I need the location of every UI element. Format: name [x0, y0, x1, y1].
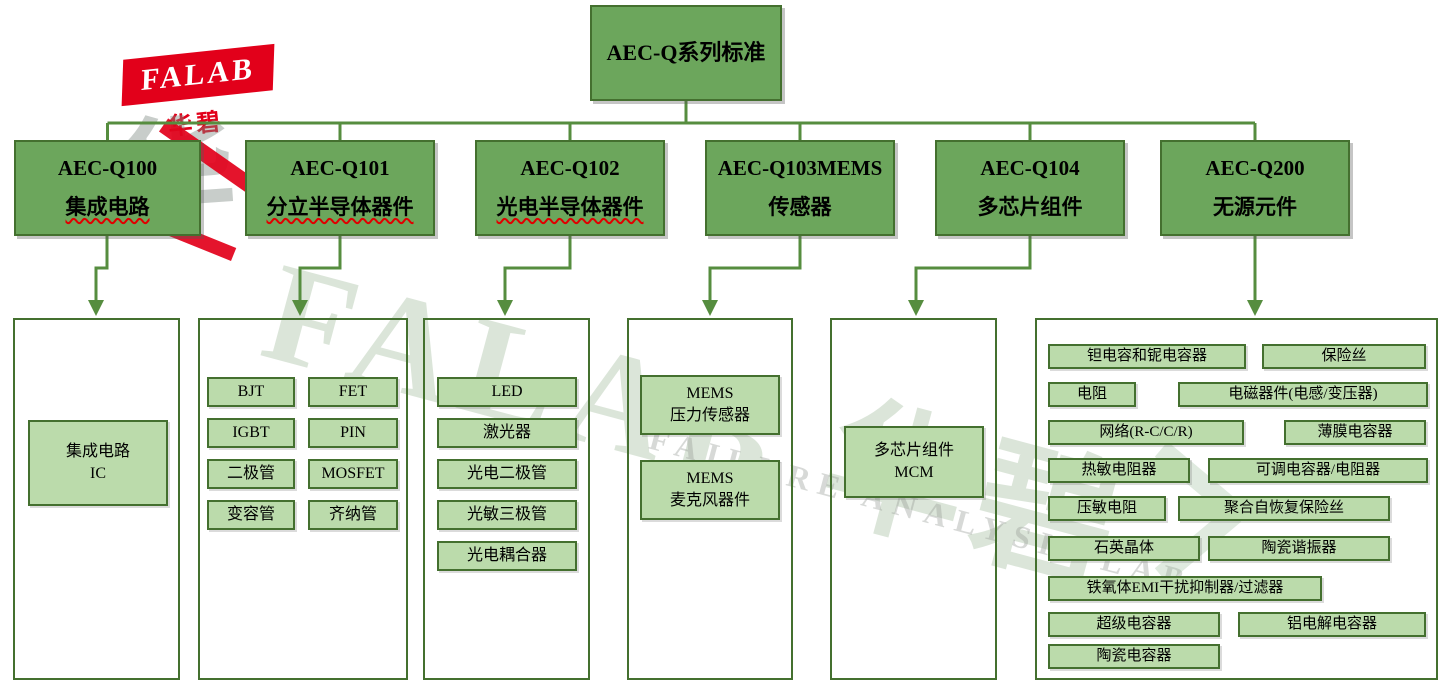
item-box: 热敏电阻器: [1048, 458, 1190, 483]
item-box: IGBT: [207, 418, 295, 448]
container-q101: [198, 318, 408, 680]
connector-arrow-line: [503, 236, 572, 301]
item-box: 铁氧体EMI干扰抑制器/过滤器: [1048, 576, 1322, 601]
item-box: 激光器: [437, 418, 577, 448]
container-q102: [423, 318, 590, 680]
item-box: MEMS 麦克风器件: [640, 460, 780, 520]
item-box: 电磁器件(电感/变压器): [1178, 382, 1428, 407]
branch-name: 传感器: [768, 194, 832, 219]
branch-node-aec-q101: AEC-Q101 分立半导体器件: [245, 140, 435, 236]
item-box: 陶瓷电容器: [1048, 644, 1220, 669]
item-box: 陶瓷谐振器: [1208, 536, 1390, 561]
branch-node-aec-q103: AEC-Q103MEMS 传感器: [705, 140, 895, 236]
branch-node-aec-q104: AEC-Q104 多芯片组件: [935, 140, 1125, 236]
branch-code: AEC-Q103MEMS: [717, 156, 883, 181]
connector-arrow-line: [298, 236, 342, 301]
item-box: 变容管: [207, 500, 295, 530]
arrowhead-icon: [908, 300, 924, 316]
item-box: 集成电路 IC: [28, 420, 168, 506]
item-box: 可调电容器/电阻器: [1208, 458, 1428, 483]
item-box: 光敏三极管: [437, 500, 577, 530]
item-box: 光电二极管: [437, 459, 577, 489]
branch-node-aec-q100: AEC-Q100 集成电路: [14, 140, 201, 236]
branch-code: AEC-Q100: [57, 156, 158, 181]
item-box: MEMS 压力传感器: [640, 375, 780, 435]
item-box: PIN: [308, 418, 398, 448]
item-box: FET: [308, 377, 398, 407]
item-box: 多芯片组件 MCM: [844, 426, 984, 498]
branch-code: AEC-Q101: [290, 156, 390, 181]
root-node: AEC-Q系列标准: [590, 5, 782, 101]
item-box: 齐纳管: [308, 500, 398, 530]
branch-name: 无源元件: [1213, 194, 1297, 219]
item-box: 薄膜电容器: [1284, 420, 1426, 445]
connector-arrow-line: [94, 236, 109, 301]
item-box: 石英晶体: [1048, 536, 1200, 561]
branch-node-aec-q102: AEC-Q102 光电半导体器件: [475, 140, 665, 236]
arrowhead-icon: [292, 300, 308, 316]
item-box: BJT: [207, 377, 295, 407]
container-q200: [1035, 318, 1438, 680]
branch-code: AEC-Q200: [1205, 156, 1305, 181]
item-box: 聚合自恢复保险丝: [1178, 496, 1390, 521]
connector-arrow-line: [914, 236, 1032, 301]
branch-name: 光电半导体器件: [496, 194, 644, 219]
item-box: 光电耦合器: [437, 541, 577, 571]
branch-name: 分立半导体器件: [266, 194, 414, 219]
branch-code: AEC-Q104: [980, 156, 1080, 181]
item-box: 二极管: [207, 459, 295, 489]
connector-arrow-line: [708, 236, 802, 301]
arrowhead-icon: [1247, 300, 1263, 316]
item-box: 网络(R-C/C/R): [1048, 420, 1244, 445]
item-box: 保险丝: [1262, 344, 1426, 369]
arrowhead-icon: [497, 300, 513, 316]
item-box: LED: [437, 377, 577, 407]
container-q104: [830, 318, 997, 680]
item-box: 钽电容和铌电容器: [1048, 344, 1246, 369]
container-q103: [627, 318, 793, 680]
arrowhead-icon: [702, 300, 718, 316]
branch-code: AEC-Q102: [520, 156, 620, 181]
container-q100: [13, 318, 180, 680]
root-node-label: AEC-Q系列标准: [606, 39, 766, 65]
item-box: MOSFET: [308, 459, 398, 489]
branch-name: 集成电路: [65, 194, 150, 219]
item-box: 铝电解电容器: [1238, 612, 1426, 637]
item-box: 超级电容器: [1048, 612, 1220, 637]
item-box: 电阻: [1048, 382, 1136, 407]
branch-name: 多芯片组件: [977, 194, 1083, 219]
item-box: 压敏电阻: [1048, 496, 1166, 521]
arrowhead-icon: [88, 300, 104, 316]
branch-node-aec-q200: AEC-Q200 无源元件: [1160, 140, 1350, 236]
